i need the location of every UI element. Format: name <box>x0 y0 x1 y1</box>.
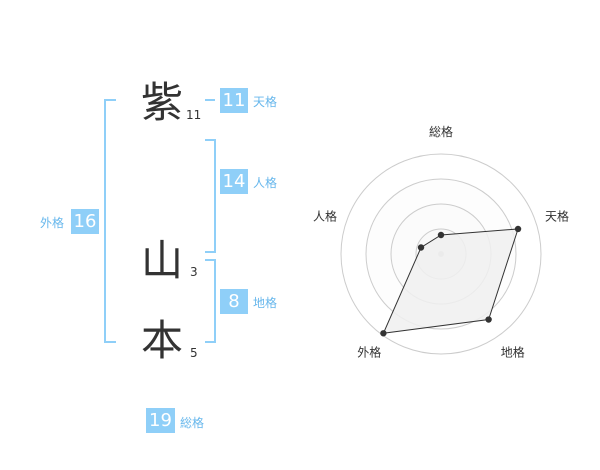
radar-axis-label-4: 外格 <box>357 345 381 360</box>
tenkaku-bracket <box>205 99 215 101</box>
radar-axis-label-1: 総格 <box>429 124 453 139</box>
chikaku-value: 8 <box>220 289 248 314</box>
tenkaku-value: 11 <box>220 88 248 113</box>
char-2-strokes: 3 <box>190 265 198 279</box>
radar-axis-label-5: 人格 <box>313 208 337 223</box>
gaikaku-value: 16 <box>71 209 99 234</box>
radar-point-3 <box>485 316 492 323</box>
char-3: 本 <box>141 316 184 365</box>
radar-point-4 <box>380 330 387 337</box>
soukaku-value: 19 <box>146 408 175 433</box>
radar-point-5 <box>417 244 425 251</box>
gaikaku-bracket <box>104 99 116 343</box>
soukaku-label: 総格 <box>180 416 205 430</box>
jinkaku-value: 14 <box>220 169 248 194</box>
gaikaku-label: 外格 <box>40 216 65 230</box>
radar-axis-label-2: 天格 <box>545 208 569 223</box>
char-2: 山 <box>141 236 184 285</box>
radar-point-2 <box>514 225 522 233</box>
radar-point-1 <box>437 231 445 239</box>
tenkaku-label: 天格 <box>253 95 278 109</box>
radar-axis-label-3: 地格 <box>501 345 525 360</box>
radar-series-area <box>382 228 519 334</box>
jinkaku-label: 人格 <box>253 176 278 190</box>
char-1-strokes: 11 <box>186 108 202 122</box>
chikaku-label: 地格 <box>253 296 278 310</box>
jinkaku-bracket <box>205 139 216 253</box>
chikaku-bracket <box>205 259 216 343</box>
char-1: 紫 <box>141 78 184 127</box>
char-3-strokes: 5 <box>190 346 198 360</box>
